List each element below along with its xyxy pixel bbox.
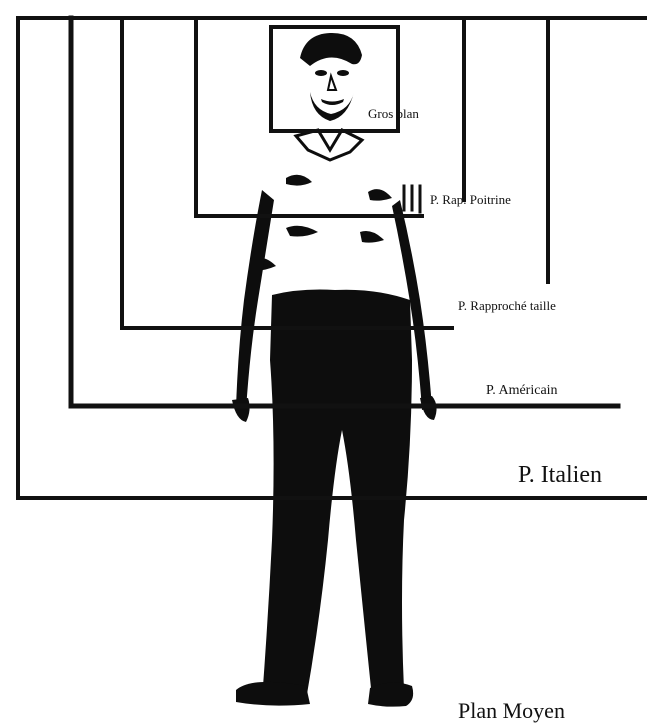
label-rap-taille: P. Rapproché taille bbox=[458, 298, 556, 313]
frame-rap-taille bbox=[122, 18, 548, 328]
figure-trousers bbox=[262, 290, 412, 700]
figure-arm-left bbox=[236, 190, 274, 410]
figure-shoe-right bbox=[368, 682, 413, 706]
label-americain: P. Américain bbox=[486, 383, 558, 398]
figure-hand-left bbox=[232, 398, 250, 422]
figure-collar bbox=[296, 130, 362, 160]
figure-mouth bbox=[321, 99, 344, 105]
frame-poitrine-tick bbox=[404, 186, 420, 212]
label-italien: P. Italien bbox=[518, 462, 602, 488]
figure-shoe-left bbox=[236, 682, 310, 706]
label-rap-poitrine: P. Rap. Poitrine bbox=[430, 192, 511, 207]
label-plan-moyen: Plan Moyen bbox=[458, 698, 565, 723]
figure-eye-left bbox=[315, 70, 327, 76]
person-figure bbox=[232, 33, 437, 707]
figure-eye-right bbox=[337, 70, 349, 76]
figure-shirt-fold-4 bbox=[360, 231, 384, 243]
figure-hair bbox=[300, 33, 362, 66]
figure-shirt-fold-2 bbox=[368, 189, 392, 201]
figure-nose bbox=[328, 76, 336, 90]
figure-jaw-shadow bbox=[310, 92, 354, 121]
label-gros-plan: Gros plan bbox=[368, 106, 419, 121]
figure-shirt-fold-3 bbox=[286, 226, 318, 237]
figure-shirt-fold-1 bbox=[286, 175, 312, 186]
